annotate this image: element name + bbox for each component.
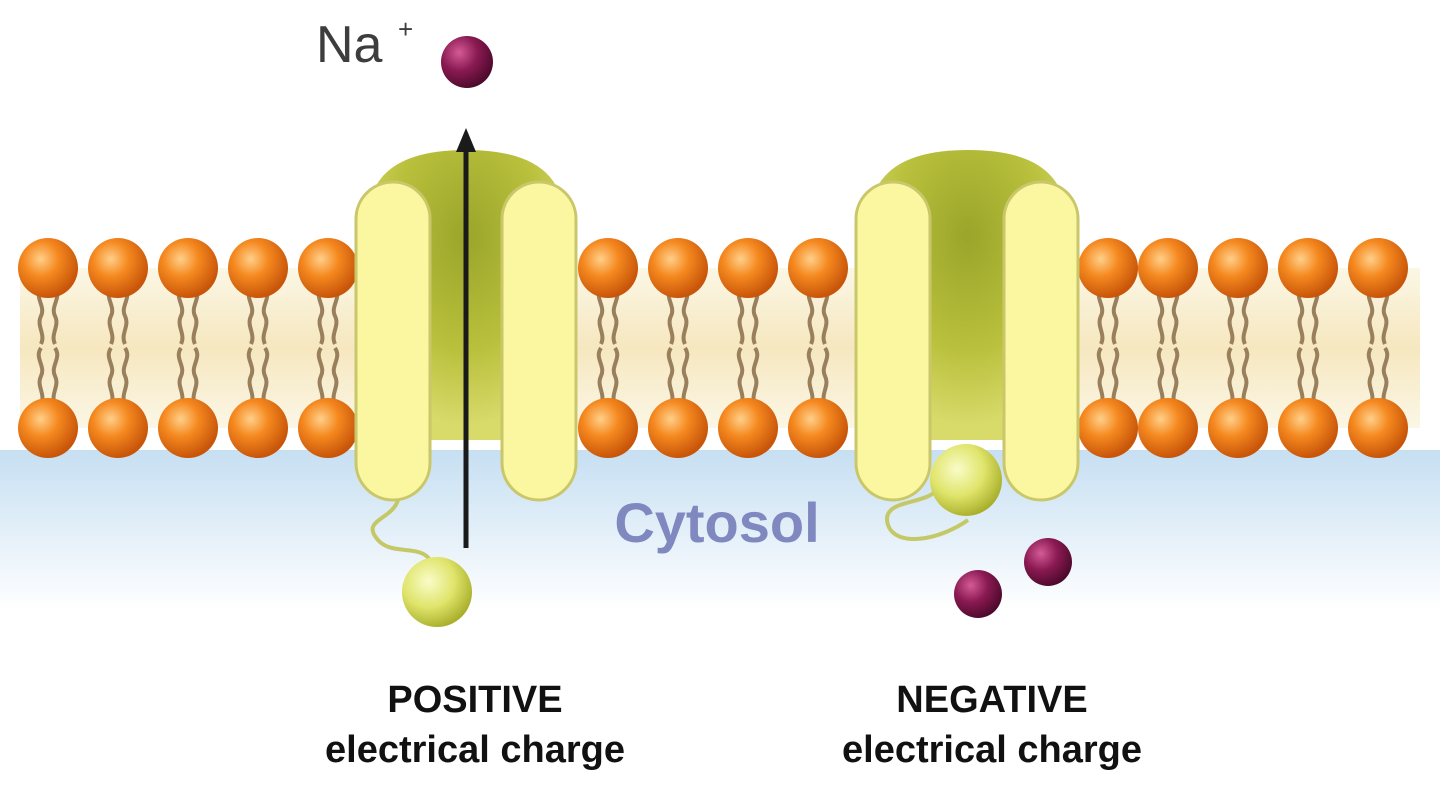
phospholipid-head-icon [18,398,78,458]
phospholipids-middle [578,238,848,458]
channel-subunit-left [354,180,432,502]
phospholipid-head-icon [788,398,848,458]
phospholipid-head-icon [1348,238,1408,298]
phospholipid-head-icon [88,398,148,458]
arrow-up-icon [456,128,476,152]
phospholipid-head-icon [648,238,708,298]
phospholipid-head-icon [88,238,148,298]
phospholipid-head-icon [228,238,288,298]
channel-subunit-right-2 [1002,180,1080,502]
phospholipid-head-icon [1138,398,1198,458]
ion-label: Na [316,16,383,74]
phospholipid-head-icon [1208,398,1268,458]
bilayer-core [20,268,1420,428]
phospholipid-head-icon [1278,398,1338,458]
phospholipid-head-icon [1138,238,1198,298]
phospholipids-left [18,238,358,458]
phospholipid-head-icon [158,398,218,458]
phospholipids-right [1078,238,1408,458]
left-caption-sub: electrical charge [325,729,625,771]
open-channel [354,128,578,627]
phospholipid-head-icon [158,238,218,298]
phospholipid-head-icon [788,238,848,298]
right-caption-title: NEGATIVE [896,679,1087,721]
gate-ball-plugged-icon [930,444,1002,516]
phospholipid-head-icon [578,238,638,298]
phospholipid-head-icon [228,398,288,458]
phospholipid-head-icon [1208,238,1268,298]
gate-tether-right [884,490,970,541]
phospholipid-head-icon [298,398,358,458]
phospholipid-head-icon [1278,238,1338,298]
channel-subunit-left-2 [854,180,932,502]
left-caption-title: POSITIVE [387,679,562,721]
phospholipid-head-icon [718,238,778,298]
phospholipid-head-icon [718,398,778,458]
sodium-ion-icon [441,36,493,88]
phospholipid-head-icon [18,238,78,298]
gate-ball-icon [402,557,472,627]
phospholipid-head-icon [648,398,708,458]
phospholipid-head-icon [298,238,358,298]
cytosol-label: Cytosol [614,491,819,554]
sodium-ion-icon [1024,538,1072,586]
phospholipid-head-icon [1348,398,1408,458]
gate-tether-left [370,499,432,562]
inactivated-channel [854,150,1080,541]
phospholipid-head-icon [1078,398,1138,458]
channel-subunit-right [500,180,578,502]
cytosol-region [0,450,1440,610]
phospholipid-head-icon [578,398,638,458]
phospholipid-head-icon [1078,238,1138,298]
ion-charge-label: + [398,14,413,44]
right-caption-sub: electrical charge [842,729,1142,771]
sodium-ion-icon [954,570,1002,618]
